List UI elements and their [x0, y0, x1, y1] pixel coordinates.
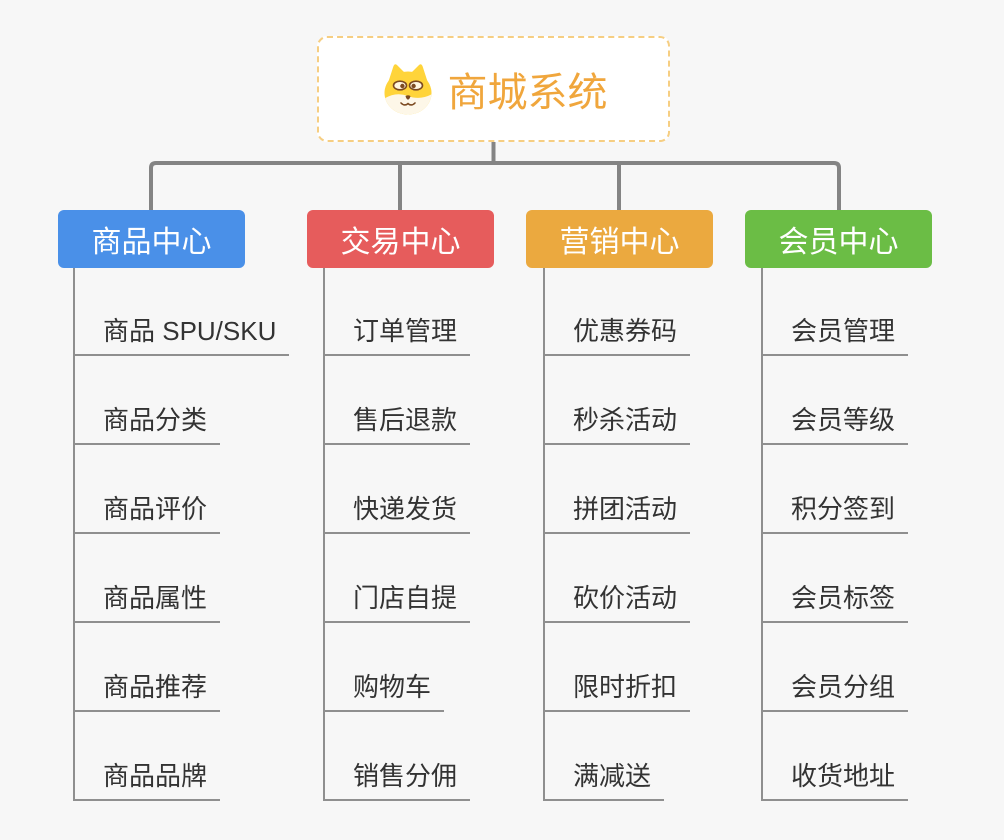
leaf-node[interactable]: 优惠券码	[543, 314, 691, 356]
leaf-node[interactable]: 销售分佣	[323, 759, 471, 801]
branch-children-trade-center: 订单管理 售后退款 快递发货 门店自提 购物车 销售分佣	[323, 267, 563, 801]
leaf-node[interactable]: 会员标签	[761, 581, 909, 623]
leaf-node[interactable]: 商品推荐	[73, 670, 221, 712]
leaf-node[interactable]: 会员管理	[761, 314, 909, 356]
branch-trunk-line	[73, 267, 75, 801]
leaf-node[interactable]: 订单管理	[323, 314, 471, 356]
leaf-node[interactable]: 商品分类	[73, 403, 221, 445]
leaf-node[interactable]: 限时折扣	[543, 670, 691, 712]
root-title: 商城系统	[447, 71, 608, 115]
leaf-node[interactable]: 满减送	[543, 759, 665, 801]
branch-children-marketing-center: 优惠券码 秒杀活动 拼团活动 砍价活动 限时折扣 满减送	[543, 267, 783, 801]
leaf-node[interactable]: 商品评价	[73, 492, 221, 534]
leaf-node[interactable]: 收货地址	[761, 759, 909, 801]
root-node[interactable]: 商城系统	[317, 36, 670, 142]
branch-children-product-center: 商品 SPU/SKU 商品分类 商品评价 商品属性 商品推荐 商品品牌	[73, 267, 313, 801]
branch-trunk-line	[323, 267, 325, 801]
branch-node-product-center[interactable]: 商品中心	[58, 210, 245, 268]
leaf-node[interactable]: 商品 SPU/SKU	[73, 314, 290, 356]
leaf-node[interactable]: 拼团活动	[543, 492, 691, 534]
leaf-node[interactable]: 商品品牌	[73, 759, 221, 801]
branch-children-member-center: 会员管理 会员等级 积分签到 会员标签 会员分组 收货地址	[761, 267, 1001, 801]
leaf-node[interactable]: 会员分组	[761, 670, 909, 712]
leaf-node[interactable]: 会员等级	[761, 403, 909, 445]
leaf-node[interactable]: 商品属性	[73, 581, 221, 623]
leaf-node[interactable]: 购物车	[323, 670, 445, 712]
leaf-node[interactable]: 售后退款	[323, 403, 471, 445]
branch-node-marketing-center[interactable]: 营销中心	[526, 210, 713, 268]
leaf-node[interactable]: 秒杀活动	[543, 403, 691, 445]
leaf-node[interactable]: 门店自提	[323, 581, 471, 623]
leaf-node[interactable]: 积分签到	[761, 492, 909, 534]
branch-trunk-line	[543, 267, 545, 801]
branch-node-trade-center[interactable]: 交易中心	[307, 210, 494, 268]
branch-trunk-line	[761, 267, 763, 801]
leaf-node[interactable]: 砍价活动	[543, 581, 691, 623]
dog-face-icon	[384, 64, 431, 115]
leaf-node[interactable]: 快递发货	[323, 492, 471, 534]
branch-node-member-center[interactable]: 会员中心	[745, 210, 932, 268]
